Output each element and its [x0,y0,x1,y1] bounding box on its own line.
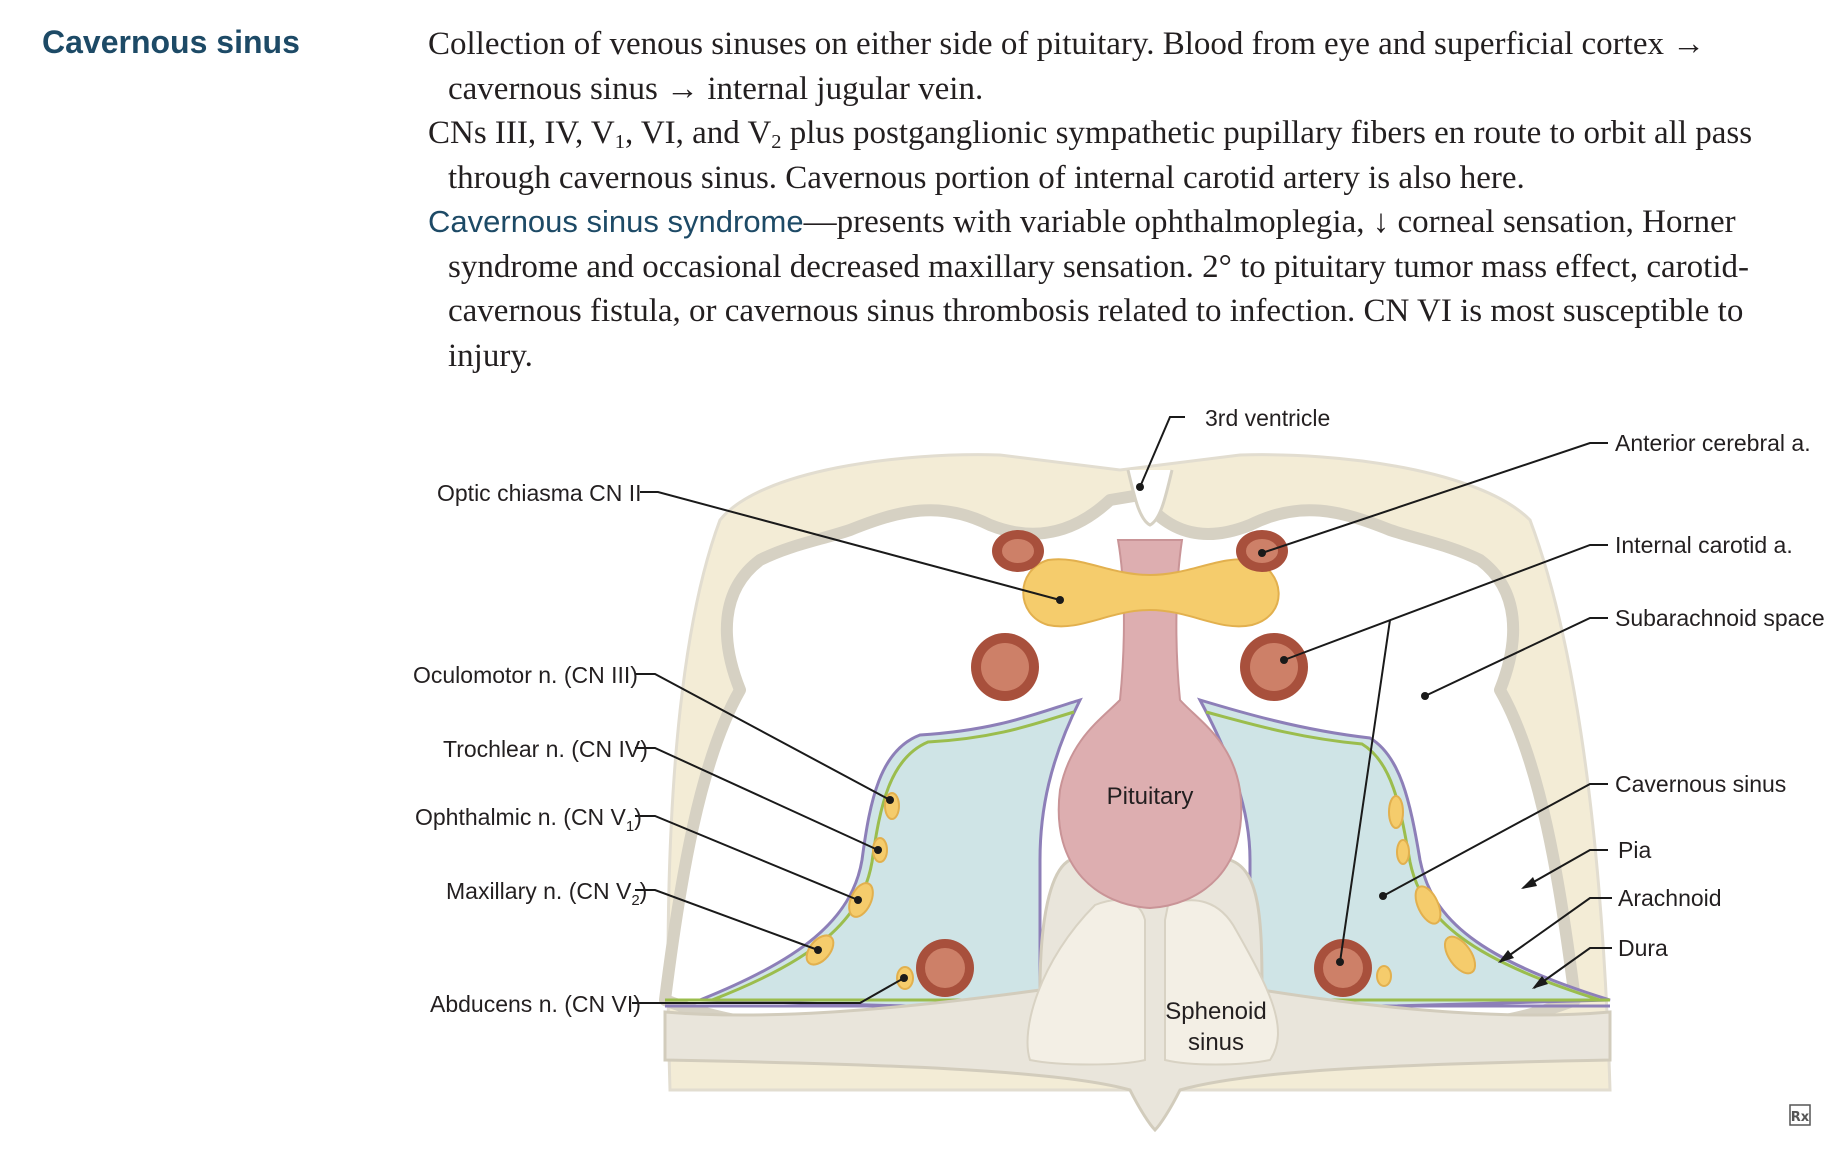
dot-maxillary [814,946,822,954]
pituitary-stalk [1057,539,1243,910]
dot-oculomotor [886,796,894,804]
paragraph-text: cavernous sinus [448,70,658,107]
leader-trochlear [635,747,879,851]
sphenoid-cavity-right [1164,899,1279,1066]
paragraph-text: corneal sensation, Horner syndrome and o… [448,204,1750,374]
paragraph-syndrome: Cavernous sinus syndrome—presents with v… [428,200,1828,378]
dot-abducens [900,974,908,982]
label-3rd-ventricle: 3rd ventricle [1205,405,1330,431]
label-text: ) [634,804,642,830]
dot-trochlear [874,846,882,854]
dot-anterior-cerebral [1258,549,1266,557]
leader-3rd-ventricle [1139,416,1185,488]
label-abducens: Abducens n. (CN VI) [430,991,641,1017]
optic-chiasma [1022,558,1280,628]
leader-ophthalmic [635,815,859,901]
paragraph-text: , VI, and V [624,115,772,151]
label-dura: Dura [1618,935,1668,961]
sphenoid-label-line1: Sphenoid [1165,998,1266,1025]
pituitary-label: Pituitary [1107,783,1194,810]
dot-3rd-ventricle [1136,483,1144,491]
label-subarachnoid-space: Subarachnoid space [1615,605,1825,631]
subscript: 2 [771,131,782,154]
arrow-icon: → [1672,26,1706,62]
leader-internal-carotid [1283,544,1608,661]
cavernous-carotid-right [1314,939,1372,997]
label-anterior-cerebral: Anterior cerebral a. [1615,430,1811,456]
subscript: 1 [614,131,625,154]
paragraph-venous-drainage: Collection of venous sinuses on either s… [428,22,1828,111]
label-cavernous-sinus: Cavernous sinus [1615,771,1786,797]
rx-text: Rx [1791,1110,1810,1125]
anterior-cerebral-artery-left [992,530,1044,572]
dot-internal-carotid [1280,656,1288,664]
paragraph-text: Collection of venous sinuses on either s… [428,26,1664,62]
arrowhead-pia [1521,877,1537,889]
label-oculomotor: Oculomotor n. (CN III) [413,662,638,688]
subscript: 1 [626,818,634,835]
leader-dura [1533,947,1612,989]
leader-maxillary [635,889,819,951]
internal-carotid-artery-right [1240,633,1308,701]
leader-cavernous-sinus [1382,783,1608,897]
label-text: ) [640,878,648,904]
label-optic-chiasma: Optic chiasma CN II [437,480,642,506]
label-arachnoid: Arachnoid [1618,885,1722,911]
label-text: Maxillary n. (CN V [446,878,632,904]
down-arrow-icon: ↓ [1372,204,1390,240]
leader-abducens [632,977,905,1004]
label-pia: Pia [1618,837,1651,863]
label-text: Ophthalmic n. (CN V [415,804,627,830]
leader-oculomotor [635,673,891,801]
arrowhead-dura [1532,976,1548,989]
label-ophthalmic: Ophthalmic n. (CN V1) [415,804,642,835]
paragraph-text: plus postganglionic sympathetic pupillar… [448,115,1753,196]
leader-optic-chiasma [640,491,1061,601]
sphenoid-label-line2: sinus [1188,1029,1244,1056]
internal-carotid-artery-left [971,633,1039,701]
dot-subarachnoid [1421,692,1429,700]
dot-ophthalmic [854,896,862,904]
section-heading: Cavernous sinus [42,24,300,60]
paragraph-contents: CNs III, IV, V1, VI, and V2 plus postgan… [428,111,1828,200]
paragraph-text: —presents with variable ophthalmoplegia, [803,204,1373,240]
label-internal-carotid: Internal carotid a. [1615,532,1793,558]
arrow-icon: → [666,70,700,107]
description-text: Collection of venous sinuses on either s… [428,22,1828,378]
dot-optic-chiasma [1056,596,1064,604]
dot-internal-carotid-branch [1336,958,1344,966]
leader-internal-carotid-branch [1339,619,1391,963]
rx-icon: Rx [1789,1104,1811,1126]
label-maxillary: Maxillary n. (CN V2) [446,878,647,909]
label-trochlear: Trochlear n. (CN IV) [443,736,648,762]
cavernous-carotid-left [916,939,974,997]
leader-pia [1522,849,1608,889]
paragraph-text: internal jugular vein. [707,70,984,107]
leader-subarachnoid [1424,617,1608,697]
paragraph-text: CNs III, IV, V [428,115,615,151]
subscript: 2 [631,892,639,909]
syndrome-term: Cavernous sinus syndrome [428,204,804,239]
leader-anterior-cerebral [1261,442,1608,554]
leader-arachnoid [1499,897,1612,963]
cavernous-sinus-left [699,697,1083,1012]
arrowhead-arachnoid [1498,950,1514,963]
dot-cavernous-sinus [1379,892,1387,900]
cranial-nerves-right [1376,795,1477,987]
